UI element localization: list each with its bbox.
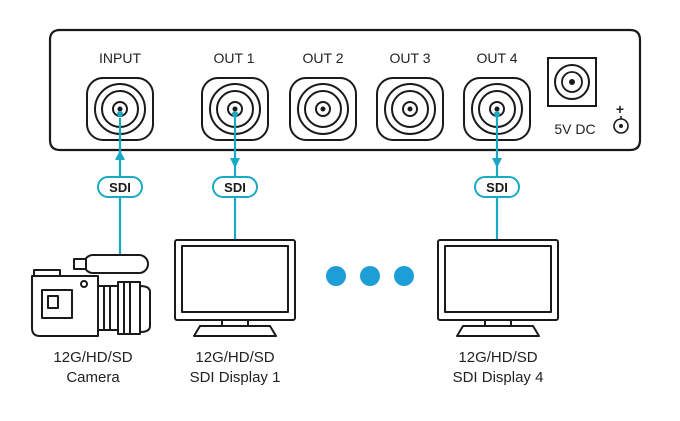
bnc-connector-icon <box>376 77 444 141</box>
bnc-connector-icon <box>201 77 269 141</box>
camera-label-line1: 12G/HD/SD <box>53 349 132 366</box>
display1-label-line2: SDI Display 1 <box>190 369 281 386</box>
cable-label: SDI <box>224 180 246 195</box>
ellipsis-dots-icon <box>326 266 414 286</box>
display4-label-line2: SDI Display 4 <box>453 369 544 386</box>
port-label-input: INPUT <box>99 50 141 66</box>
bnc-connector-icon <box>86 77 154 141</box>
cable-label: SDI <box>486 180 508 195</box>
power-polarity-label: + <box>616 101 624 117</box>
camera-icon <box>31 254 151 337</box>
arrow-up-icon <box>115 150 125 160</box>
port-label-out2: OUT 2 <box>303 50 344 66</box>
display4-label-line1: 12G/HD/SD <box>458 349 537 366</box>
port-label-out3: OUT 3 <box>390 50 431 66</box>
arrow-down-icon <box>492 158 502 168</box>
bnc-connector-icon <box>463 77 531 141</box>
monitor-icon <box>174 239 296 337</box>
cable-label-pill: SDI <box>474 176 520 198</box>
dc-power-jack-icon <box>547 57 597 107</box>
cable-label: SDI <box>109 180 131 195</box>
cable-label-pill: SDI <box>212 176 258 198</box>
display1-label-line1: 12G/HD/SD <box>195 349 274 366</box>
arrow-down-icon <box>230 158 240 168</box>
monitor-icon <box>437 239 559 337</box>
port-label-out1: OUT 1 <box>214 50 255 66</box>
camera-label-line2: Camera <box>66 369 120 386</box>
bnc-connector-icon <box>289 77 357 141</box>
port-label-out4: OUT 4 <box>477 50 518 66</box>
dc-polarity-icon <box>613 116 629 134</box>
cable-label-pill: SDI <box>97 176 143 198</box>
power-label: 5V DC <box>554 121 595 137</box>
